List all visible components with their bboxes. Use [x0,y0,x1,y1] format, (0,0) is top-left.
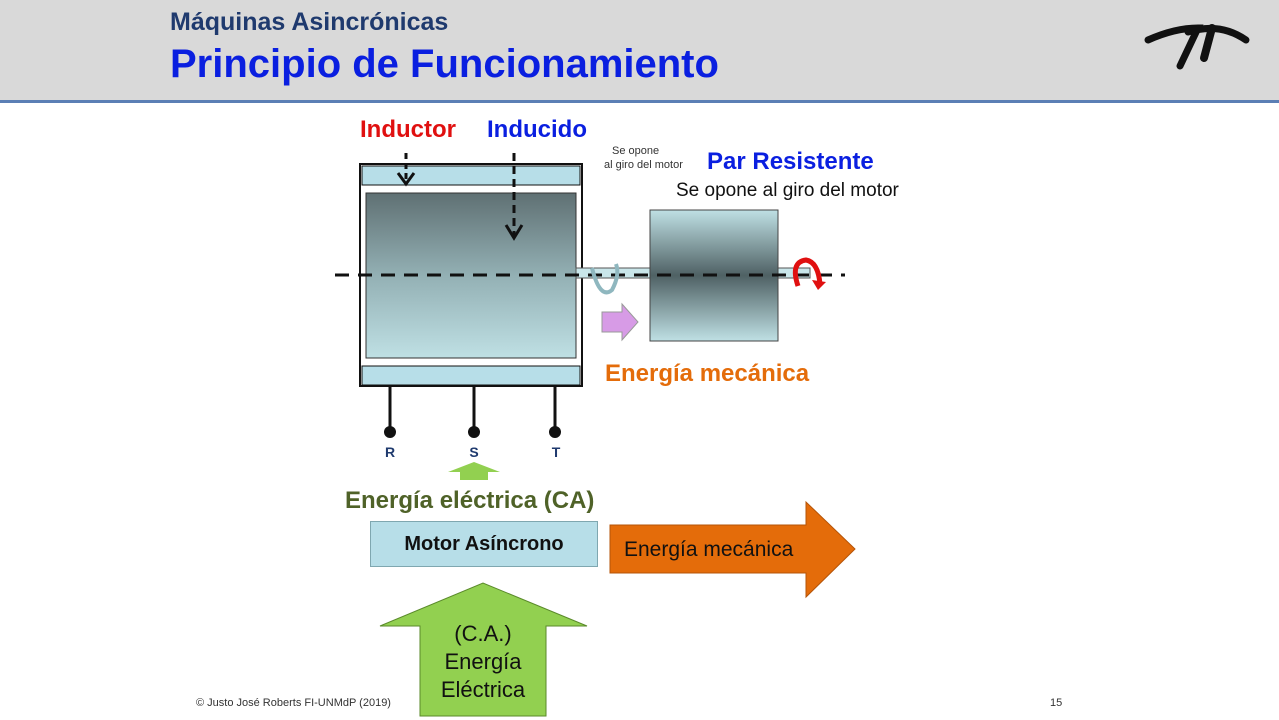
motor-asincrono-box: Motor Asíncrono [370,521,598,567]
stator-top [361,165,581,186]
page-number: 15 [1050,697,1063,709]
electric-input-arrow-icon [448,462,500,480]
terminal-r: R [385,444,395,460]
input-arrow-line-1: (C.A.) [454,621,512,646]
torque-arrow-head-icon [812,280,826,290]
input-arrow-line-3: Eléctrica [440,677,526,702]
overlay-note-1: Se opone [612,145,659,157]
rotation-arrow-icon [590,263,620,295]
electric-input-arrow [379,582,588,717]
input-arrow-line-2: Energía [444,649,522,674]
terminal-s: S [469,444,478,460]
overlay-note-2: al giro del motor [604,159,683,171]
stator-bottom [361,365,581,386]
mechanical-output-arrow [609,500,856,599]
input-arrow-label: (C.A.) Energía Eléctrica [420,620,546,704]
energia-mecanica-label: Energía mecánica [605,360,810,387]
slide-header [0,0,1279,103]
energy-flow-arrow-icon [601,302,639,342]
terminal-t: T [552,444,561,460]
output-arrow-label: Energía mecánica [624,538,794,561]
par-resistente-label: Par Resistente [707,148,874,175]
footer-copyright: © Justo José Roberts FI-UNMdP (2019) [196,697,391,709]
inducido-label: Inducido [487,116,587,143]
par-resistente-desc: Se opone al giro del motor [676,180,899,201]
energia-electrica-label: Energía eléctrica (CA) [345,487,595,514]
university-logo [1144,24,1250,70]
rotor [365,192,577,359]
slide-title: Principio de Funcionamiento [170,42,719,86]
inductor-label: Inductor [360,116,456,143]
torque-arrow-icon [792,257,823,287]
slide-subtitle: Máquinas Asincrónicas [170,8,449,36]
